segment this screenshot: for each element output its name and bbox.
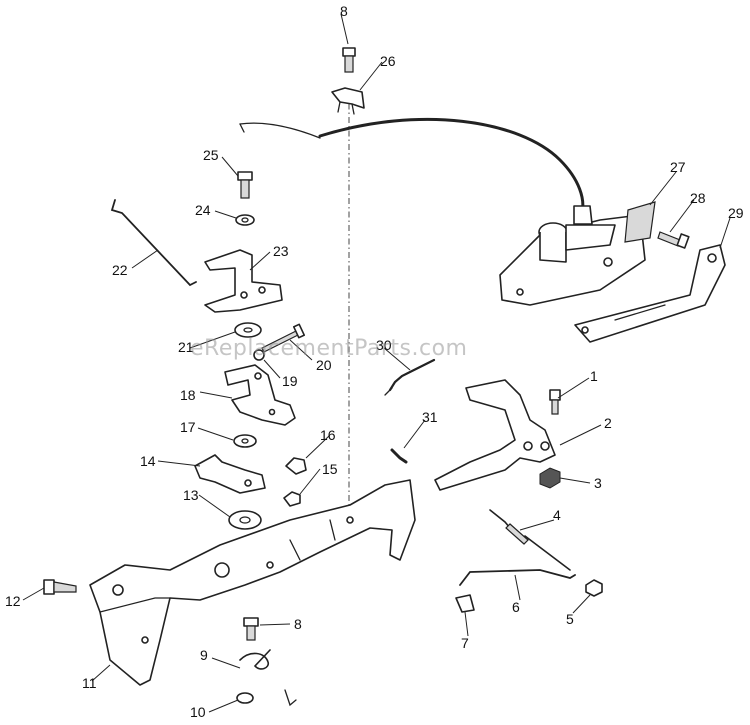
part-31-spring[interactable] bbox=[390, 448, 408, 464]
callout-2[interactable]: 2 bbox=[604, 415, 612, 431]
part-2-control-lever[interactable] bbox=[434, 379, 556, 491]
callout-27[interactable]: 27 bbox=[670, 159, 686, 175]
watermark: eReplacementParts.com bbox=[190, 336, 468, 361]
callout-16[interactable]: 16 bbox=[320, 427, 336, 443]
callout-1[interactable]: 1 bbox=[590, 368, 598, 384]
callout-17[interactable]: 17 bbox=[180, 419, 196, 435]
part-11-base-plate[interactable] bbox=[89, 479, 416, 686]
part-16-nut[interactable] bbox=[285, 457, 307, 475]
part-4-extension-spring[interactable] bbox=[489, 509, 571, 571]
callout-30[interactable]: 30 bbox=[376, 337, 392, 353]
part-28-screw[interactable] bbox=[657, 231, 690, 249]
callout-28[interactable]: 28 bbox=[690, 190, 706, 206]
callout-3[interactable]: 3 bbox=[594, 475, 602, 491]
part-17-washer[interactable] bbox=[233, 434, 257, 448]
throttle-cable[interactable] bbox=[239, 117, 585, 214]
callout-23[interactable]: 23 bbox=[273, 243, 289, 259]
part-7-clip[interactable] bbox=[455, 594, 475, 613]
callout-8-top[interactable]: 8 bbox=[340, 3, 348, 19]
part-25-bolt[interactable] bbox=[237, 171, 253, 199]
part-26-cable-clip[interactable] bbox=[331, 87, 365, 115]
part-24-washer[interactable] bbox=[235, 214, 255, 226]
part-19-nut[interactable] bbox=[253, 349, 265, 361]
callout-13[interactable]: 13 bbox=[183, 487, 199, 503]
callout-22[interactable]: 22 bbox=[112, 262, 128, 278]
callout-14[interactable]: 14 bbox=[140, 453, 156, 469]
part-13-washer[interactable] bbox=[228, 510, 262, 530]
leader-lines bbox=[22, 13, 731, 713]
part-22-rod[interactable] bbox=[110, 199, 197, 287]
callout-21[interactable]: 21 bbox=[178, 339, 194, 355]
callout-31[interactable]: 31 bbox=[422, 409, 438, 425]
callout-19[interactable]: 19 bbox=[282, 373, 298, 389]
callout-8-bottom[interactable]: 8 bbox=[294, 616, 302, 632]
part-15-nut[interactable] bbox=[283, 491, 301, 507]
callout-11[interactable]: 11 bbox=[82, 675, 97, 691]
callout-24[interactable]: 24 bbox=[195, 202, 211, 218]
part-20-bolt[interactable] bbox=[261, 323, 306, 353]
callout-20[interactable]: 20 bbox=[316, 357, 332, 373]
callout-7[interactable]: 7 bbox=[461, 635, 469, 651]
callout-4[interactable]: 4 bbox=[553, 507, 561, 523]
part-30-spring[interactable] bbox=[384, 358, 436, 396]
callout-9[interactable]: 9 bbox=[200, 647, 208, 663]
callout-15[interactable]: 15 bbox=[322, 461, 338, 477]
callout-labels: 8 26 25 24 22 23 21 20 19 18 17 16 14 15… bbox=[5, 3, 744, 720]
callout-6[interactable]: 6 bbox=[512, 599, 520, 615]
part-1-shoulder-bolt[interactable] bbox=[549, 389, 561, 415]
part-5-nut[interactable] bbox=[585, 579, 603, 597]
part-3-nut[interactable] bbox=[539, 467, 561, 489]
part-27-throttle-control[interactable] bbox=[499, 201, 656, 306]
callout-10[interactable]: 10 bbox=[190, 704, 206, 720]
part-8-lower-bolt[interactable] bbox=[243, 617, 259, 641]
callout-26[interactable]: 26 bbox=[380, 53, 396, 69]
callout-25[interactable]: 25 bbox=[203, 147, 219, 163]
part-12-bolt[interactable] bbox=[43, 579, 77, 595]
part-21-washer[interactable] bbox=[234, 322, 262, 338]
callout-18[interactable]: 18 bbox=[180, 387, 196, 403]
part-8-top-bolt[interactable] bbox=[342, 47, 356, 73]
part-6-link-rod[interactable] bbox=[459, 569, 576, 586]
part-23-bracket[interactable] bbox=[204, 249, 283, 313]
callout-5[interactable]: 5 bbox=[566, 611, 574, 627]
part-18-lever[interactable] bbox=[224, 364, 296, 426]
callout-12[interactable]: 12 bbox=[5, 593, 21, 609]
part-10-washer[interactable] bbox=[236, 692, 254, 704]
part-29-mounting-plate[interactable] bbox=[574, 244, 726, 343]
part-14-link[interactable] bbox=[194, 454, 266, 494]
part-9-torsion-spring[interactable] bbox=[239, 649, 297, 707]
callout-29[interactable]: 29 bbox=[728, 205, 744, 221]
